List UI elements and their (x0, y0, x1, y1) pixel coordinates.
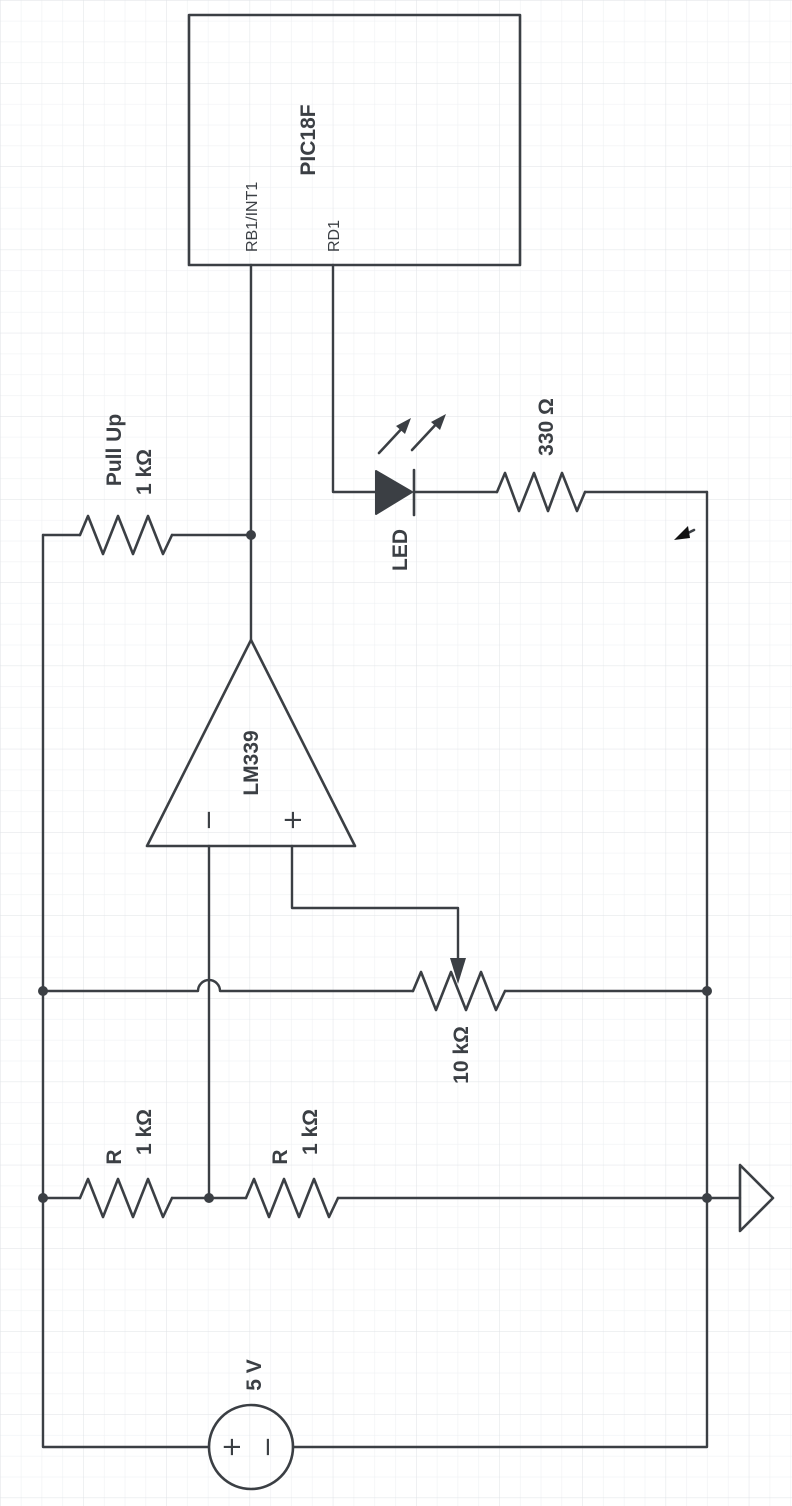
divider-left-name: R (103, 1149, 126, 1164)
resistor-zigzag[interactable] (244, 1177, 340, 1219)
led-diode-triangle[interactable] (375, 470, 413, 515)
junction-dot (246, 530, 256, 540)
mcu-pin-int: RB1/INT1 (244, 182, 261, 252)
potentiometer[interactable]: 10 kΩ (411, 958, 507, 1084)
pot-value: 10 kΩ (450, 1026, 473, 1084)
voltage-source[interactable]: + − 5 V (207, 1359, 295, 1491)
led-component[interactable]: LED (375, 414, 446, 571)
comparator-triangle[interactable] (145, 638, 357, 848)
comparator[interactable]: LM339 − + (145, 638, 357, 848)
wire-plus-to-wiper (290, 844, 460, 962)
resistor-zigzag[interactable] (78, 514, 174, 556)
source-value: 5 V (243, 1359, 266, 1391)
mcu-box[interactable] (187, 13, 522, 267)
cursor-arrow-icon (674, 526, 696, 540)
pullup-value: 1 kΩ (133, 449, 156, 495)
resistor-zigzag[interactable] (495, 471, 587, 513)
wire-left-rail (41, 533, 210, 1449)
pot-wiper-arrow[interactable] (450, 958, 466, 984)
source-circle[interactable] (207, 1403, 295, 1491)
wire-rd1-to-led (331, 263, 380, 494)
divider-right-name: R (269, 1149, 292, 1164)
junction-dot (38, 1193, 48, 1203)
ground-triangle[interactable] (738, 1163, 775, 1233)
mcu-pin-out: RD1 (326, 220, 343, 252)
divider-resistor-left[interactable]: R 1 kΩ (78, 1109, 174, 1219)
led-resistor[interactable]: 330 Ω (495, 398, 587, 513)
ground-icon[interactable] (738, 1163, 775, 1233)
source-minus-sign: − (253, 1436, 283, 1458)
wire-right-rail (291, 490, 709, 1449)
mcu-name: PIC18F (297, 104, 320, 175)
junction-dot (702, 986, 712, 996)
led-resistor-value: 330 Ω (535, 398, 558, 456)
divider-left-value: 1 kΩ (133, 1109, 156, 1155)
junction-dot (702, 1193, 712, 1203)
pullup-resistor[interactable]: Pull Up 1 kΩ (78, 414, 174, 556)
divider-right-value: 1 kΩ (299, 1109, 322, 1155)
junction-dot (204, 1193, 214, 1203)
junctions (38, 530, 712, 1203)
divider-resistor-right[interactable]: R 1 kΩ (244, 1109, 340, 1219)
pullup-title: Pull Up (103, 414, 126, 486)
led-label: LED (389, 529, 412, 571)
resistor-zigzag[interactable] (78, 1177, 174, 1219)
pot-zigzag[interactable] (411, 970, 507, 1012)
source-plus-sign: + (217, 1436, 247, 1458)
comparator-minus-sign: − (194, 809, 224, 831)
comparator-name: LM339 (240, 730, 263, 795)
comparator-plus-sign: + (278, 809, 308, 831)
mcu-block[interactable]: PIC18F RB1/INT1 RD1 (187, 13, 522, 267)
light-emission-arrows-icon (377, 414, 446, 455)
junction-dot (38, 986, 48, 996)
